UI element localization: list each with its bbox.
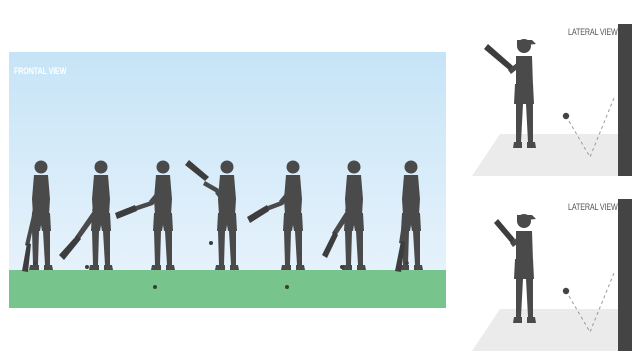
batter-figure-1 (22, 161, 53, 273)
lateral-bottom-batter (494, 214, 536, 323)
batter-figure-3 (115, 161, 175, 290)
lateral-top-scene (472, 24, 632, 176)
lateral-view-bottom-panel: LATERAL VIEW (472, 199, 632, 351)
batter-figure-6 (322, 161, 366, 271)
wall (618, 199, 632, 351)
lateral-bottom-scene (472, 199, 632, 351)
floor (472, 134, 618, 176)
floor (472, 309, 618, 351)
lateral-view-top-panel: LATERAL VIEW (472, 24, 632, 176)
wall (618, 24, 632, 176)
batter-figure-5 (247, 161, 305, 290)
frontal-view-panel: FRONTAL VIEW (9, 52, 446, 308)
batter-figure-2 (59, 161, 113, 271)
lateral-top-batter (484, 39, 536, 148)
frontal-batsmen-sequence (9, 52, 446, 308)
lateral-view-label-top: LATERAL VIEW (568, 27, 618, 37)
ball (563, 288, 569, 294)
batter-figure-7 (395, 161, 423, 273)
ball (563, 113, 569, 119)
batter-figure-4 (185, 160, 239, 270)
lateral-view-label-bottom: LATERAL VIEW (568, 202, 618, 212)
